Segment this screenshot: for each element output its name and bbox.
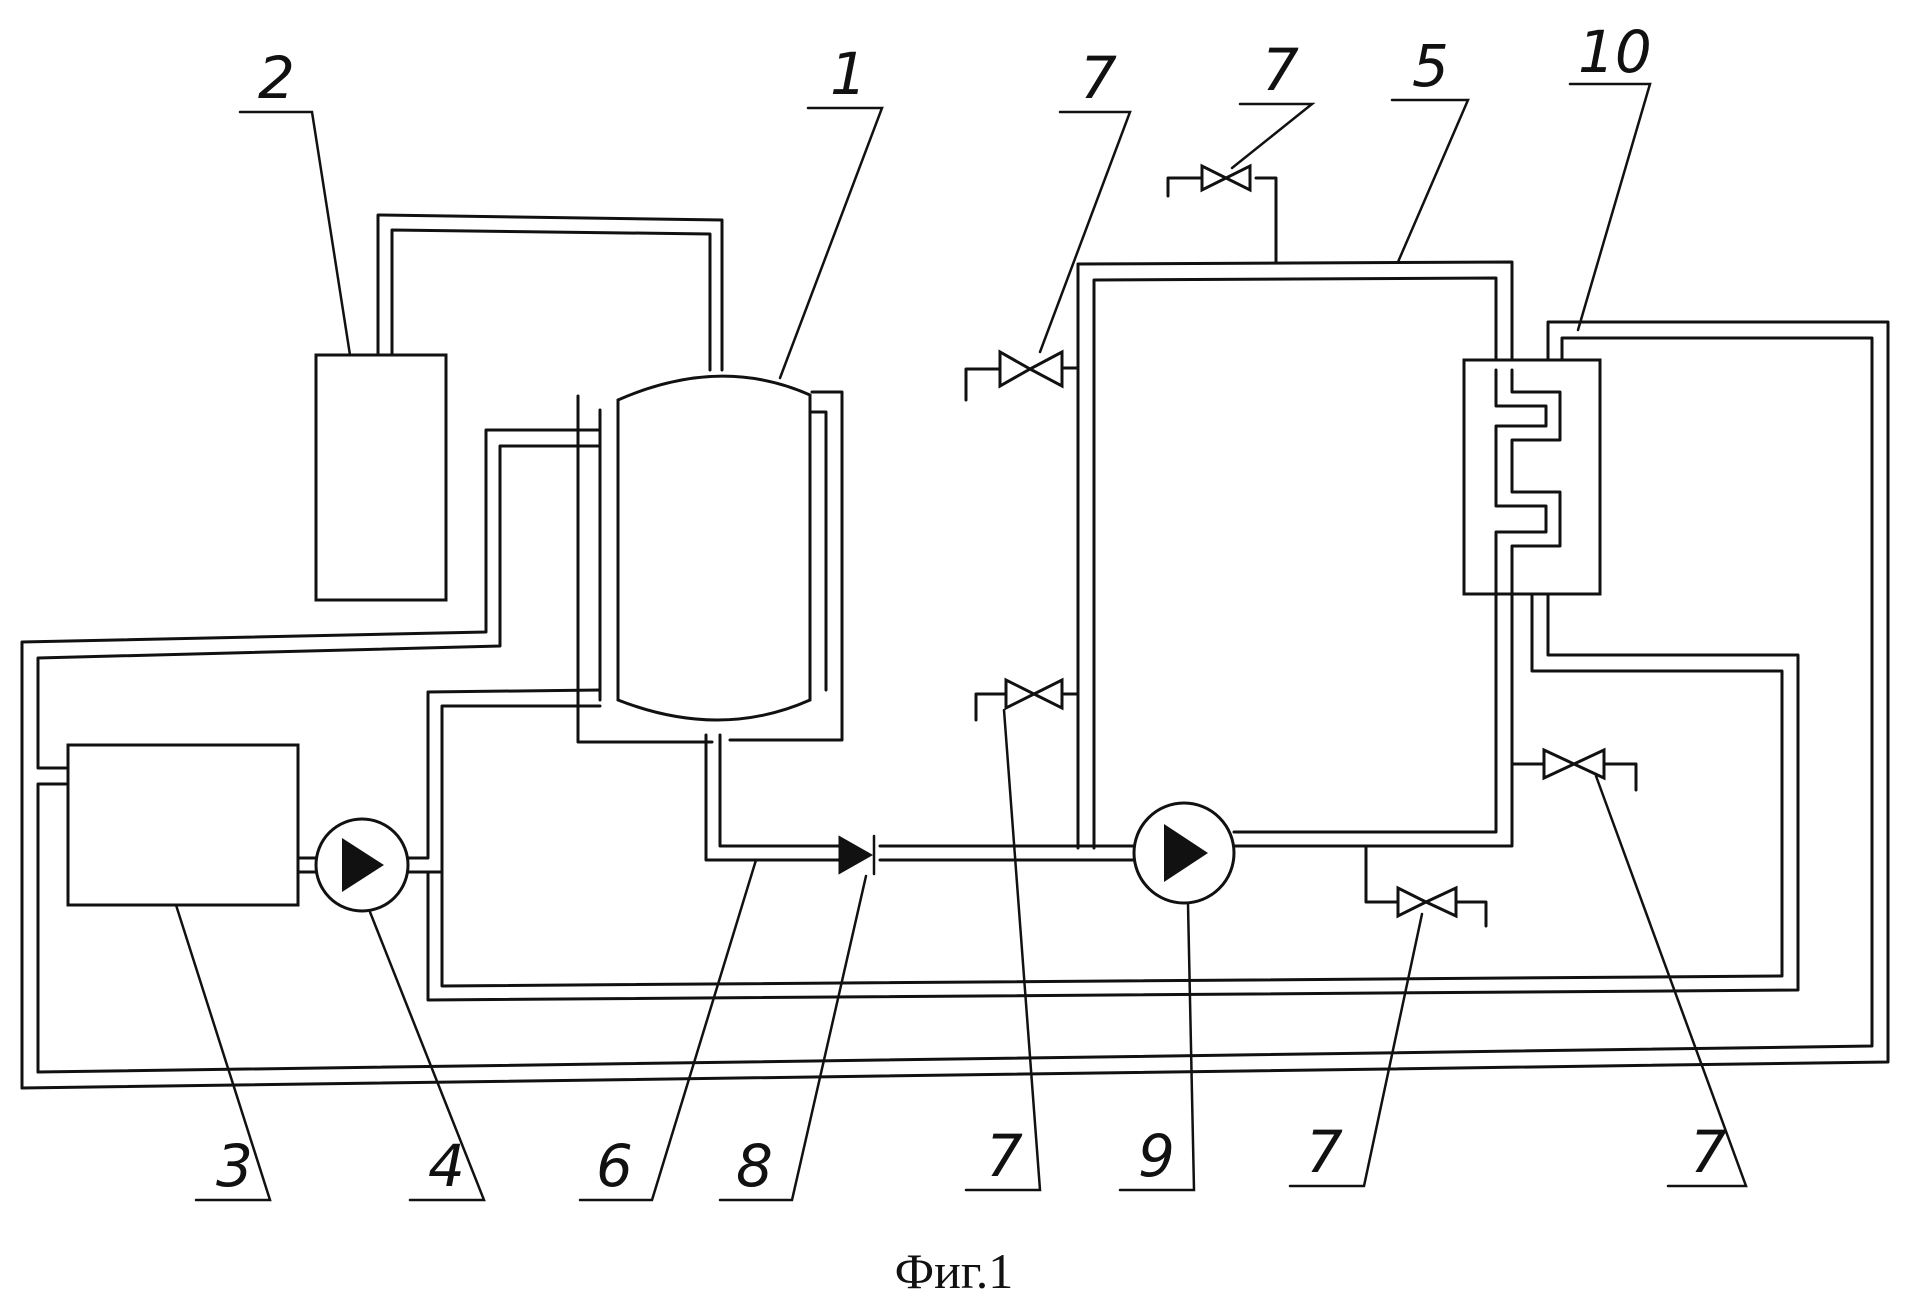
label-7-bottom: 7 [1306, 1118, 1343, 1186]
figure-caption: Фиг.1 [895, 1243, 1014, 1299]
pipe-4-to-jacket-outer [408, 690, 600, 858]
valve-7-lower-left [976, 680, 1062, 720]
pipe-4-to-jacket-inner [408, 706, 600, 872]
check-valve-8 [840, 838, 870, 872]
vessel-1 [618, 376, 810, 720]
unit-2-box [316, 355, 446, 600]
label-8: 8 [736, 1132, 773, 1200]
leader-5 [1392, 100, 1468, 262]
unit-3-box [68, 745, 298, 905]
valve-7-upper-left [966, 352, 1062, 400]
valve-7-bottom [1398, 888, 1486, 926]
label-6: 6 [596, 1132, 633, 1200]
bottom-outlet [1366, 846, 1398, 902]
tank-5-outer [1078, 262, 1512, 848]
label-9: 9 [1138, 1122, 1175, 1190]
label-7-lower-left: 7 [986, 1122, 1023, 1190]
loop-outer-1 [22, 322, 1888, 1088]
label-5: 5 [1412, 32, 1449, 100]
leader-7c [966, 710, 1040, 1190]
label-2: 2 [258, 44, 295, 112]
leader-7a [1040, 112, 1130, 352]
pipe-2-to-1-outer [378, 215, 722, 370]
tank-5-bottom-inner [1234, 594, 1496, 832]
valve-7-top [1168, 166, 1250, 196]
pipe-3-left-return [38, 784, 68, 1072]
label-10: 10 [1578, 18, 1652, 86]
pipe-6-inner [720, 735, 840, 846]
vessel-1-jacket-right-inner [812, 412, 826, 690]
leader-2 [240, 112, 350, 355]
label-4: 4 [428, 1132, 465, 1200]
tank-5-inner [1094, 278, 1496, 848]
label-7-upper-left: 7 [1080, 44, 1117, 112]
label-7-top: 7 [1262, 36, 1299, 104]
tank-5-bottom-outer [1234, 594, 1512, 846]
pipe-6-outer [706, 735, 840, 860]
heat-exchanger-10 [1464, 360, 1600, 594]
top-outlet-pipe [1256, 178, 1276, 262]
leader-1 [780, 108, 882, 378]
valve-7-right [1544, 750, 1636, 790]
pipe-3-to-4 [298, 745, 320, 858]
pipe-2-to-1-inner [392, 230, 710, 370]
leader-7b [1232, 104, 1312, 168]
label-3: 3 [216, 1132, 253, 1200]
label-1: 1 [830, 40, 867, 108]
leader-10 [1570, 84, 1650, 330]
label-7-right: 7 [1690, 1118, 1727, 1186]
